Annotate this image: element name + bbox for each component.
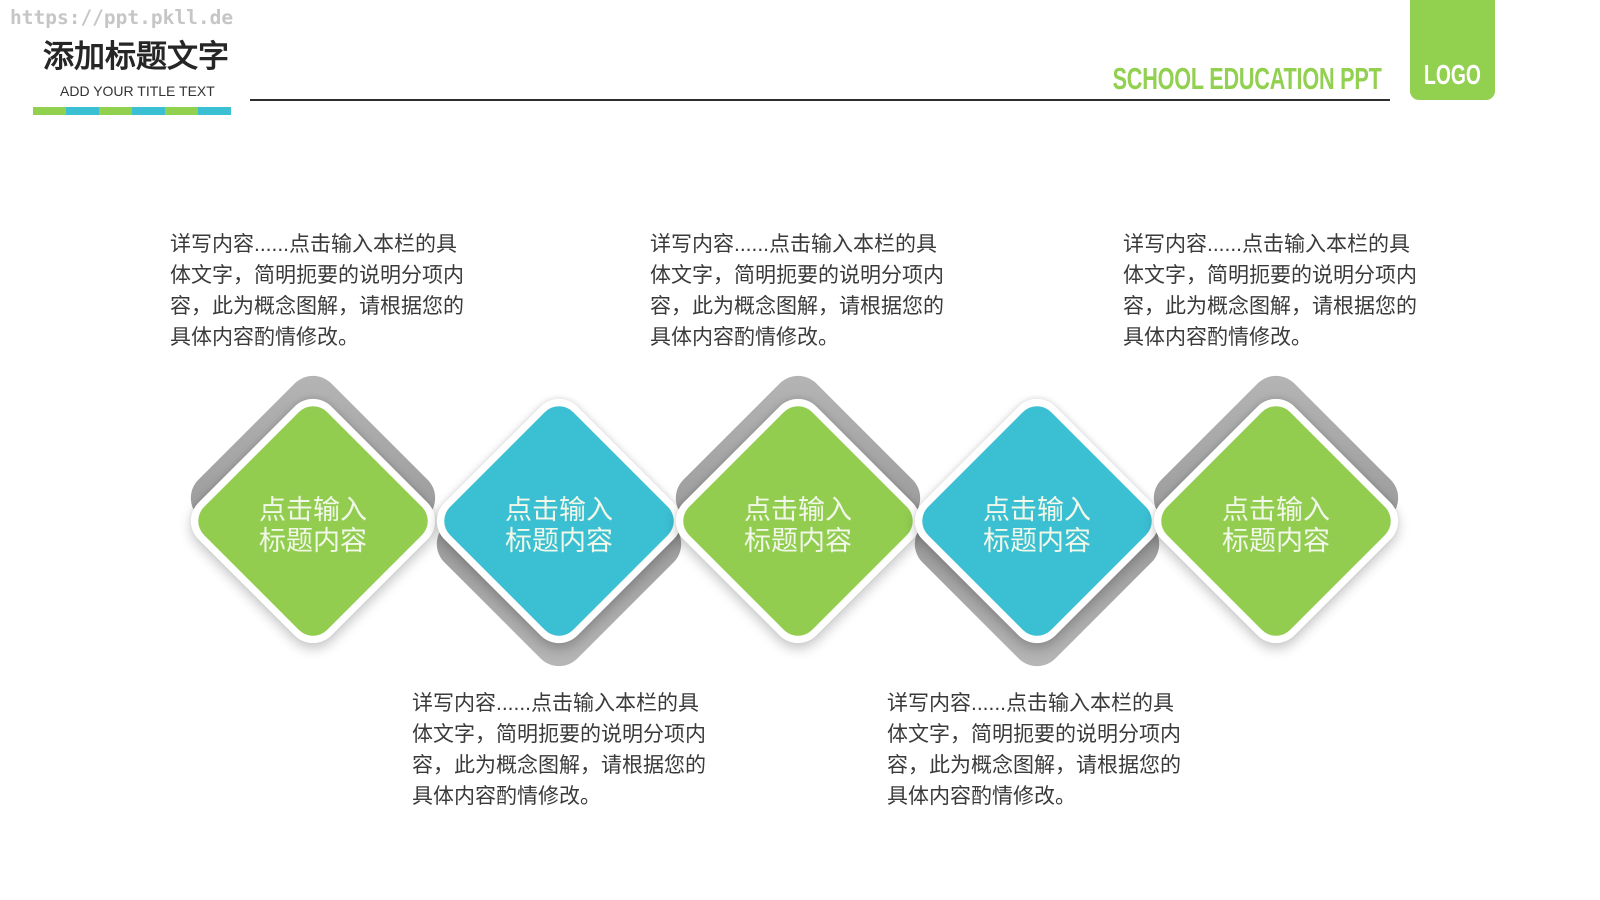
description-line: 容，此为概念图解，请根据您的 xyxy=(887,754,1181,777)
color-bar-segment-green xyxy=(33,107,66,115)
description-line: 详写内容......点击输入本栏的具 xyxy=(887,692,1175,715)
description-line: 体文字，简明扼要的说明分项内 xyxy=(412,723,706,746)
color-bar-segment-blue xyxy=(198,107,231,115)
description-line: 容，此为概念图解，请根据您的 xyxy=(412,754,706,777)
step-label-4: 点击输入 标题内容 xyxy=(927,495,1147,557)
description-line: 容，此为概念图解，请根据您的 xyxy=(650,295,944,318)
description-block-1: 详写内容......点击输入本栏的具 体文字，简明扼要的说明分项内 容，此为概念… xyxy=(170,229,500,353)
step-label-line: 标题内容 xyxy=(505,526,613,556)
description-line: 体文字，简明扼要的说明分项内 xyxy=(170,264,464,287)
description-block-5: 详写内容......点击输入本栏的具 体文字，简明扼要的说明分项内 容，此为概念… xyxy=(1123,229,1453,353)
header-divider xyxy=(250,99,1390,101)
brand-text: SCHOOL EDUCATION PPT xyxy=(1112,61,1382,96)
step-label-line: 标题内容 xyxy=(983,526,1091,556)
description-line: 详写内容......点击输入本栏的具 xyxy=(1123,233,1411,256)
page-subtitle: ADD YOUR TITLE TEXT xyxy=(60,83,215,99)
description-line: 体文字，简明扼要的说明分项内 xyxy=(650,264,944,287)
description-line: 具体内容酌情修改。 xyxy=(412,785,601,808)
step-label-1: 点击输入 标题内容 xyxy=(203,495,423,557)
description-line: 体文字，简明扼要的说明分项内 xyxy=(1123,264,1417,287)
description-line: 具体内容酌情修改。 xyxy=(650,326,839,349)
step-label-line: 点击输入 xyxy=(983,495,1091,525)
color-bar-segment-green xyxy=(99,107,132,115)
description-block-2: 详写内容......点击输入本栏的具 体文字，简明扼要的说明分项内 容，此为概念… xyxy=(412,688,742,812)
description-line: 具体内容酌情修改。 xyxy=(1123,326,1312,349)
step-label-line: 点击输入 xyxy=(259,495,367,525)
color-bar-segment-green xyxy=(165,107,198,115)
watermark-url: https://ppt.pkll.de xyxy=(10,6,234,29)
step-label-5: 点击输入 标题内容 xyxy=(1166,495,1386,557)
step-label-line: 点击输入 xyxy=(744,495,852,525)
step-label-line: 标题内容 xyxy=(1222,526,1330,556)
step-label-line: 标题内容 xyxy=(744,526,852,556)
step-label-3: 点击输入 标题内容 xyxy=(688,495,908,557)
description-line: 体文字，简明扼要的说明分项内 xyxy=(887,723,1181,746)
description-line: 容，此为概念图解，请根据您的 xyxy=(1123,295,1417,318)
color-bar-segment-blue xyxy=(132,107,165,115)
color-bar-segment-blue xyxy=(66,107,99,115)
step-label-line: 点击输入 xyxy=(1222,495,1330,525)
description-line: 具体内容酌情修改。 xyxy=(170,326,359,349)
step-label-line: 点击输入 xyxy=(505,495,613,525)
logo-badge: LOGO xyxy=(1410,0,1495,100)
title-color-bar xyxy=(33,107,231,115)
description-block-4: 详写内容......点击输入本栏的具 体文字，简明扼要的说明分项内 容，此为概念… xyxy=(887,688,1217,812)
description-line: 详写内容......点击输入本栏的具 xyxy=(650,233,938,256)
logo-text: LOGO xyxy=(1424,59,1481,90)
description-line: 详写内容......点击输入本栏的具 xyxy=(412,692,700,715)
description-line: 具体内容酌情修改。 xyxy=(887,785,1076,808)
description-block-3: 详写内容......点击输入本栏的具 体文字，简明扼要的说明分项内 容，此为概念… xyxy=(650,229,980,353)
description-line: 容，此为概念图解，请根据您的 xyxy=(170,295,464,318)
step-label-line: 标题内容 xyxy=(259,526,367,556)
page-title: 添加标题文字 xyxy=(43,39,229,74)
step-label-2: 点击输入 标题内容 xyxy=(449,495,669,557)
description-line: 详写内容......点击输入本栏的具 xyxy=(170,233,458,256)
